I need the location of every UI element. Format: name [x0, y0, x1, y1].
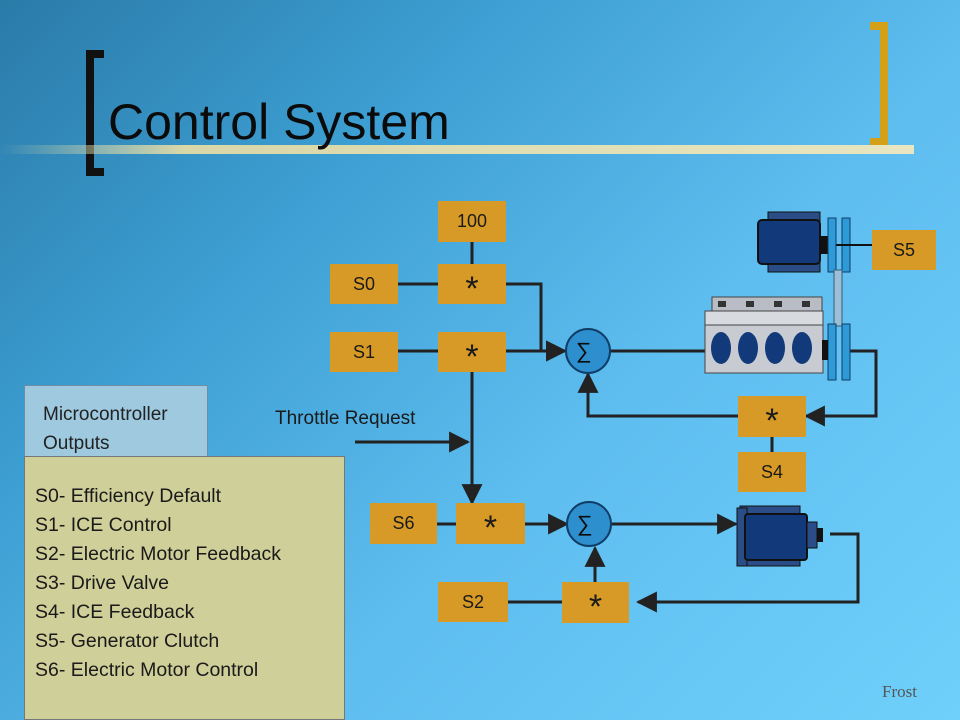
wire-motor-feedback — [635, 532, 860, 613]
multiply-block-s4: * — [738, 396, 806, 440]
wire-engine-feedback — [803, 349, 878, 427]
legend-item-s4: S4- ICE Feedback — [35, 601, 195, 623]
generator-icon — [757, 211, 828, 273]
footer-credit: Frost — [882, 682, 917, 701]
wire-mult0-to-sum — [506, 282, 568, 362]
signal-s4-block: S4 — [738, 452, 806, 492]
title-underline — [0, 145, 914, 154]
multiply-block-s2: * — [562, 582, 629, 626]
legend-item-s3: S3- Drive Valve — [35, 572, 170, 594]
title-bracket-right — [870, 22, 888, 146]
legend-item-s6: S6- Electric Motor Control — [35, 659, 259, 681]
legend-item-s5: S5- Generator Clutch — [35, 630, 220, 652]
sum-symbol-engine: ∑ — [576, 338, 592, 363]
multiply-block-s6: * — [456, 503, 525, 547]
signal-s6-block: S6 — [370, 503, 437, 544]
multiply-block-s0: * — [438, 264, 506, 308]
outputs-legend-box — [24, 456, 345, 720]
signal-s1-block: S1 — [330, 332, 398, 372]
multiply-block-s1: * — [438, 332, 506, 376]
engine-icon — [704, 296, 828, 374]
signal-s5-block: S5 — [872, 230, 936, 270]
signal-s2-block: S2 — [438, 582, 508, 622]
microcontroller-heading: Microcontroller Outputs — [43, 404, 168, 454]
throttle-request-label: Throttle Request — [275, 408, 416, 429]
title-bracket-left — [86, 50, 104, 176]
sum-junction-engine — [565, 328, 611, 374]
signal-s0-block: S0 — [330, 264, 398, 304]
slide-title: Control System — [108, 94, 450, 150]
wire-feedback-to-sum — [577, 371, 738, 418]
sum-symbol-motor: ∑ — [577, 511, 593, 536]
constant-100-block: 100 — [438, 201, 506, 242]
outputs-legend-list: S0- Efficiency Default S1- ICE Control S… — [35, 482, 281, 685]
legend-item-s2: S2- Electric Motor Feedback — [35, 543, 282, 565]
legend-item-s0: S0- Efficiency Default — [35, 485, 222, 507]
electric-motor-icon — [736, 505, 823, 567]
clutch-pulley-icon — [827, 217, 872, 381]
legend-item-s1: S1- ICE Control — [35, 514, 172, 536]
sum-junction-motor — [566, 501, 612, 547]
